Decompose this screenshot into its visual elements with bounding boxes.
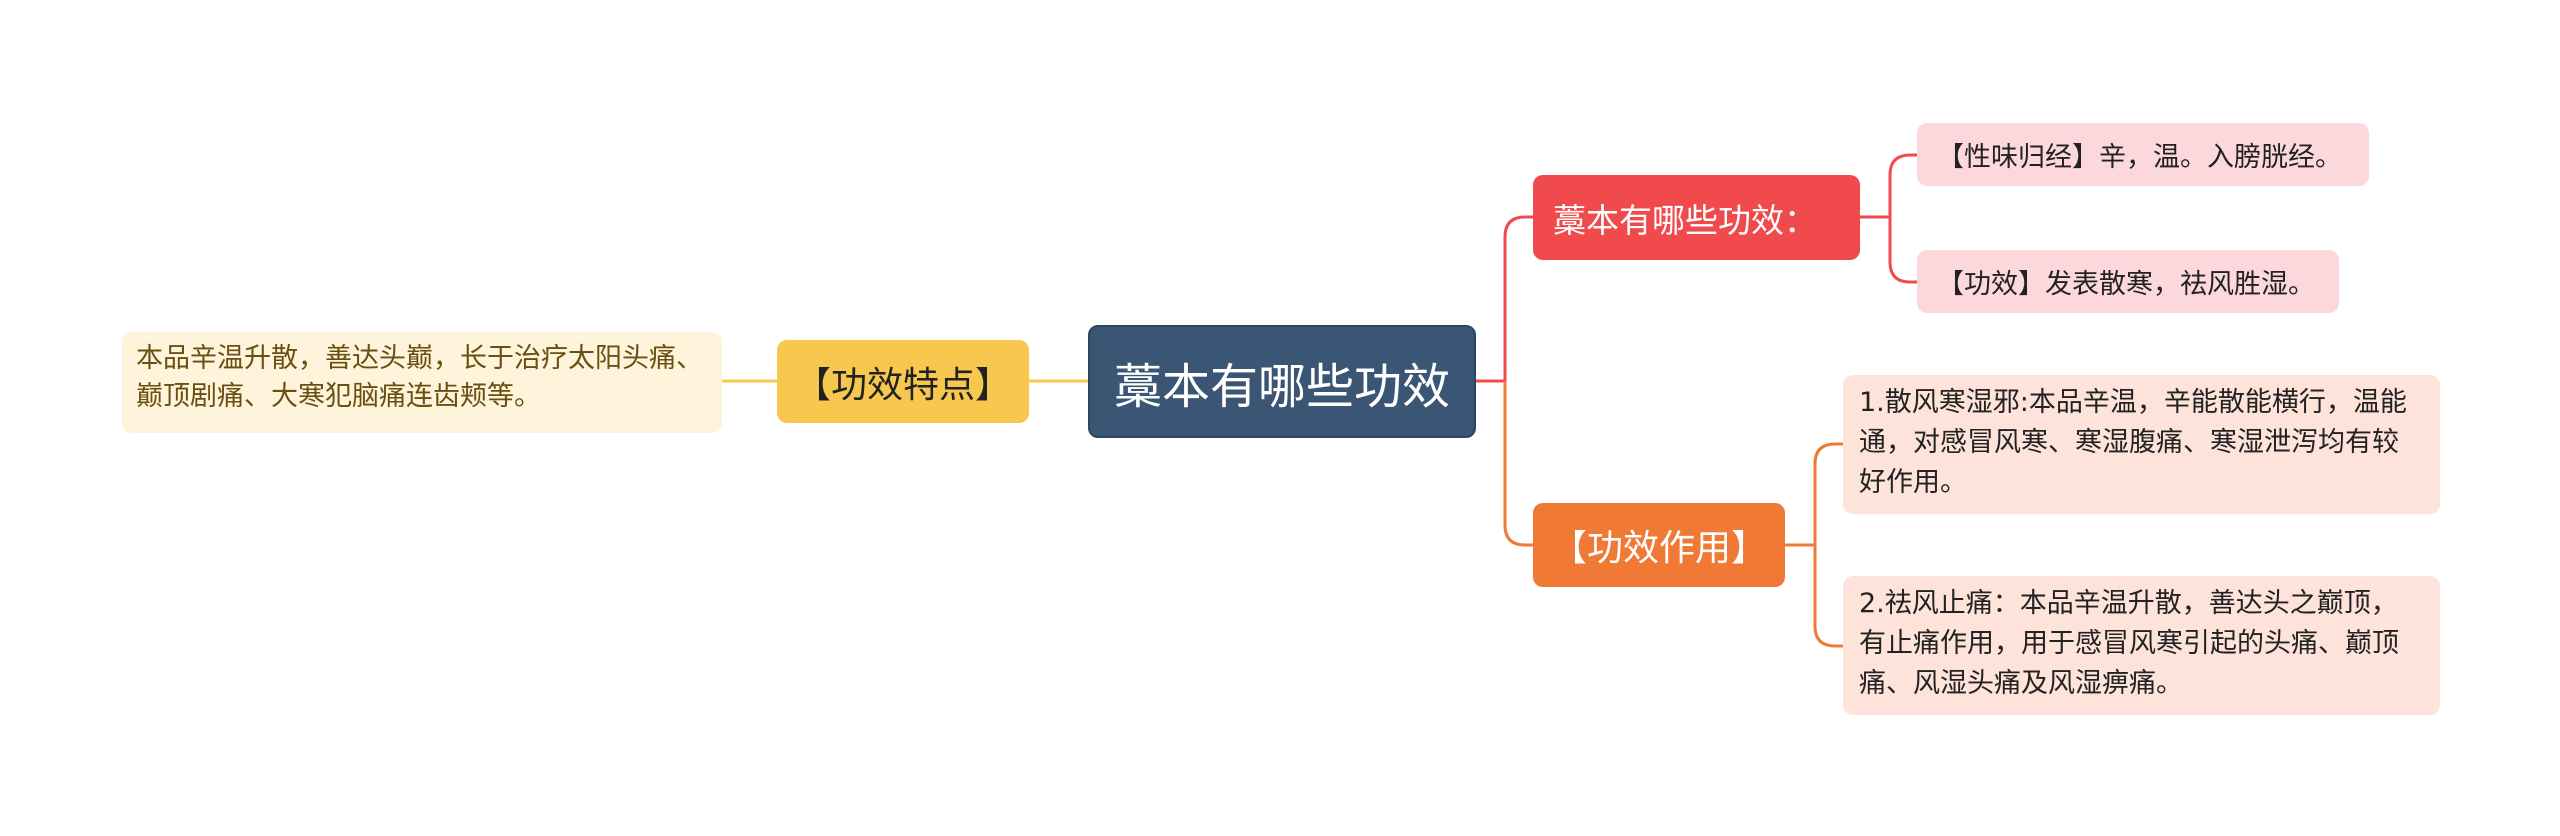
leaf-efficacy[interactable]: 【功效】发表散寒，祛风胜湿。 [1917, 250, 2339, 313]
branch-efficacy-question-label: 藁本有哪些功效： [1553, 200, 1817, 240]
link-to-orange-main [1503, 381, 1533, 547]
leaf-dispel-wind-cold[interactable]: 1.散风寒湿邪:本品辛温，辛能散能横行，温能通，对感冒风寒、寒湿腹痛、寒湿泄泻均… [1843, 375, 2440, 514]
leaf-relieve-pain-text: 2.祛风止痛：本品辛温升散，善达头之巅顶，有止痛作用，用于感冒风寒引起的头痛、巅… [1859, 588, 2399, 699]
link-to-leaf1 [1888, 153, 1917, 217]
branch-efficacy-features-label: 【功效特点】 [794, 364, 1011, 406]
link-to-leaf2 [1888, 217, 1917, 284]
branch-efficacy-action-label: 【功效作用】 [1550, 528, 1767, 569]
link-to-leaf4 [1813, 545, 1843, 648]
leaf-nature-meridian[interactable]: 【性味归经】辛，温。入膀胱经。 [1917, 123, 2369, 186]
central-topic[interactable]: 藁本有哪些功效 [1088, 325, 1476, 438]
leaf-nature-meridian-text: 【性味归经】辛，温。入膀胱经。 [1937, 142, 2342, 173]
central-topic-label: 藁本有哪些功效 [1113, 358, 1450, 415]
link-to-red-main [1503, 215, 1533, 381]
leaf-features-detail-text: 本品辛温升散，善达头巅，长于治疗太阳头痛、巅顶剧痛、大寒犯脑痛连齿颊等。 [136, 343, 703, 412]
leaf-features-detail[interactable]: 本品辛温升散，善达头巅，长于治疗太阳头痛、巅顶剧痛、大寒犯脑痛连齿颊等。 [122, 332, 722, 433]
branch-efficacy-question[interactable]: 藁本有哪些功效： [1533, 175, 1860, 260]
link-to-leaf3 [1813, 442, 1843, 545]
leaf-efficacy-text: 【功效】发表散寒，祛风胜湿。 [1937, 269, 2315, 300]
branch-efficacy-action[interactable]: 【功效作用】 [1533, 503, 1785, 587]
leaf-relieve-pain[interactable]: 2.祛风止痛：本品辛温升散，善达头之巅顶，有止痛作用，用于感冒风寒引起的头痛、巅… [1843, 576, 2440, 715]
leaf-dispel-wind-cold-text: 1.散风寒湿邪:本品辛温，辛能散能横行，温能通，对感冒风寒、寒湿腹痛、寒湿泄泻均… [1859, 387, 2407, 498]
branch-efficacy-features[interactable]: 【功效特点】 [777, 340, 1029, 423]
